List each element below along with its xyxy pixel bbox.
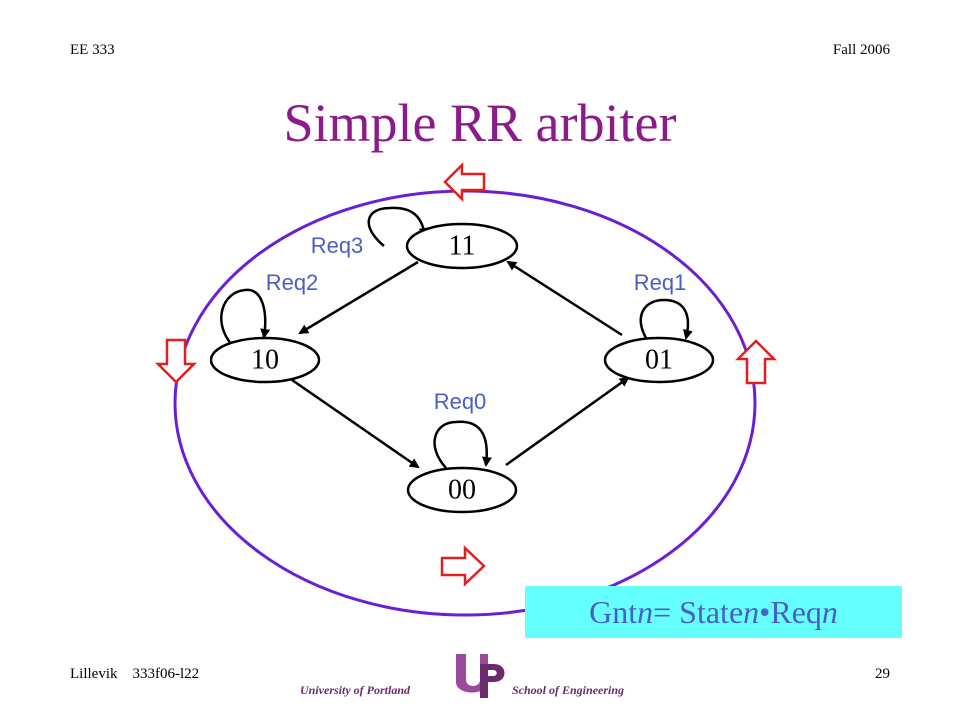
state-11: 11: [405, 222, 519, 270]
state-00: 00: [406, 466, 518, 514]
formula-n2: n: [743, 593, 760, 630]
state-10-label: 10: [251, 345, 279, 376]
slide-title: Simple RR arbiter: [283, 93, 677, 153]
header-course: EE 333: [70, 42, 115, 58]
self-loop-00: [433, 420, 492, 469]
header-term: Fall 2006: [832, 42, 890, 58]
up-arrow-icon: [734, 339, 778, 385]
footer-page-number: 29: [875, 666, 890, 682]
self-loop-10: [220, 288, 271, 346]
state-00-label: 00: [448, 475, 476, 506]
formula-state: = State: [653, 593, 744, 630]
req2-label: Req2: [266, 270, 319, 295]
up-monogram-icon: [456, 654, 505, 698]
footer-file: 333f06-l22: [132, 666, 200, 682]
university-logo: University of Portland School of Enginee…: [300, 650, 660, 700]
self-loop-01: [639, 298, 693, 340]
transition-11-to-10: [298, 260, 419, 335]
logo-school-text: School of Engineering: [512, 683, 625, 697]
self-loop-11: [367, 206, 429, 247]
logo-university-text: University of Portland: [300, 683, 410, 697]
req0-label: Req0: [434, 389, 487, 414]
state-10: 10: [209, 336, 321, 384]
state-01-label: 01: [645, 345, 673, 376]
formula-req: •Req: [759, 593, 822, 630]
req3-label: Req3: [311, 233, 364, 258]
formula-n1: n: [637, 593, 654, 630]
down-arrow-icon: [154, 338, 198, 384]
formula-gnt: Gnt: [589, 593, 638, 630]
transition-10-to-00: [291, 378, 420, 469]
left-arrow-icon: [443, 161, 486, 203]
transition-00-to-01: [505, 376, 630, 467]
state-11-label: 11: [449, 231, 476, 262]
transition-01-to-11: [506, 260, 623, 337]
formula-n3: n: [821, 593, 838, 630]
right-arrow-icon: [440, 545, 486, 587]
req1-label: Req1: [634, 270, 687, 295]
footer-author: Lillevik: [70, 666, 118, 682]
state-01: 01: [603, 336, 715, 384]
footer-left: Lillevik 333f06-l22: [70, 666, 199, 683]
